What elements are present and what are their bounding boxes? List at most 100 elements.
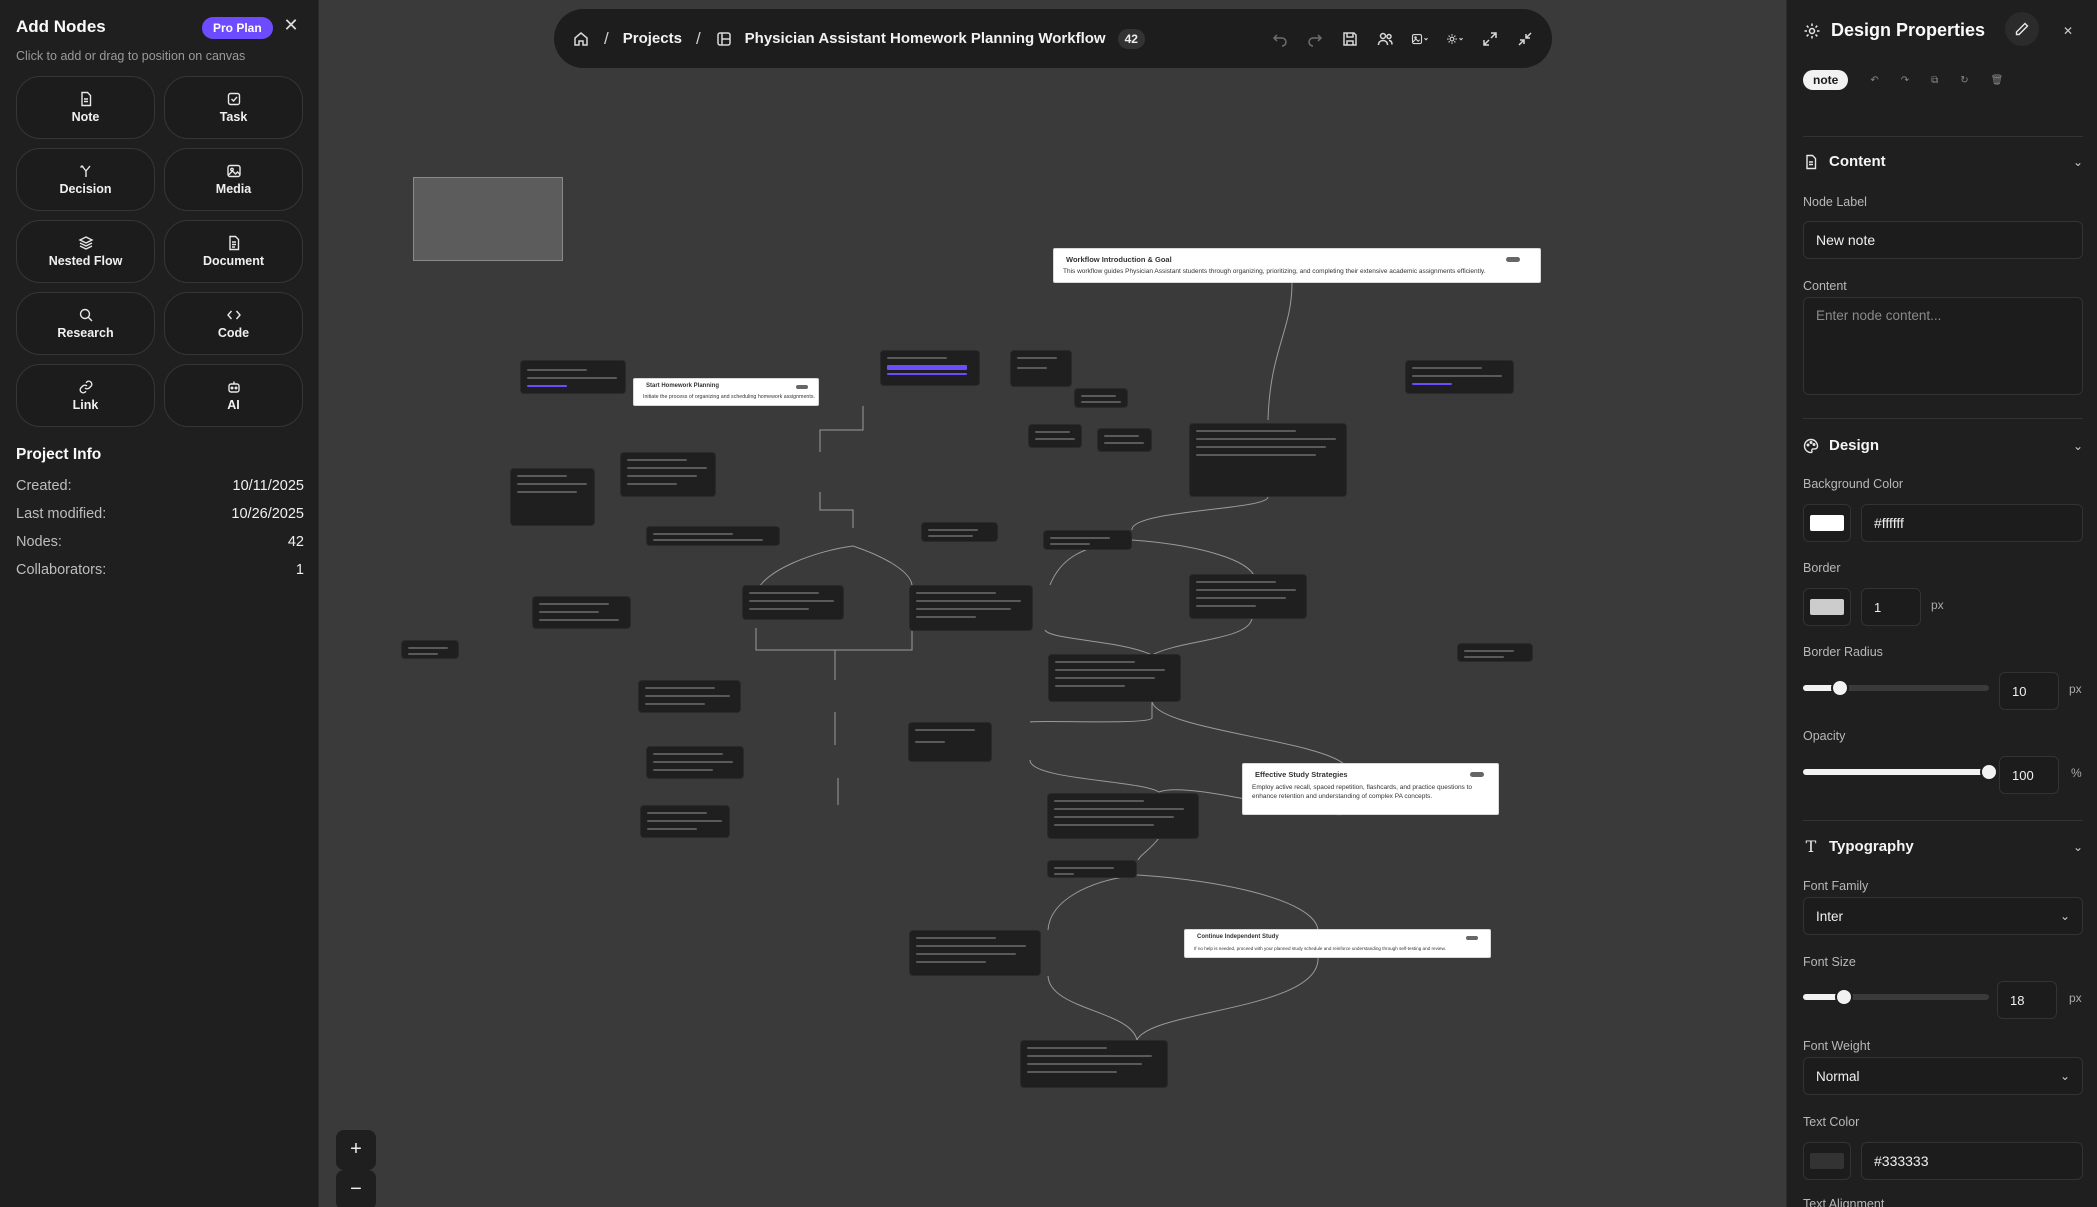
save-icon[interactable] [1341,30,1359,48]
breadcrumb-workflow[interactable]: Physician Assistant Homework Planning Wo… [744,30,1106,47]
add-note-button[interactable]: Note [16,76,155,139]
content-textarea[interactable]: Enter node content... [1803,297,2083,395]
workflow-node[interactable] [638,680,741,713]
border-width-input[interactable]: 1 [1861,588,1921,626]
note-node-intro[interactable]: Workflow Introduction & Goal This workfl… [1053,248,1541,283]
redo-icon[interactable] [1306,30,1324,48]
add-task-button[interactable]: Task [164,76,303,139]
workflow-node[interactable] [1074,388,1128,408]
workflow-node[interactable] [1048,654,1181,702]
fullscreen-icon[interactable] [1481,30,1499,48]
font-family-select[interactable]: Inter ⌄ [1803,897,2083,935]
edge [755,628,836,680]
workflow-node[interactable] [742,585,844,620]
workflow-node[interactable] [640,805,730,838]
add-ai-button[interactable]: AI [164,364,303,427]
note-content: Initiate the process of organizing and s… [643,394,815,400]
tile-label: Decision [59,182,112,196]
close-icon[interactable]: ✕ [283,15,299,35]
workflow-node[interactable] [1457,643,1533,662]
edge [852,545,913,586]
workflow-node[interactable] [401,640,459,659]
workflow-node[interactable] [1047,860,1137,878]
note-node-continue[interactable]: Continue Independent Study If no help is… [1184,929,1491,958]
image-export-icon[interactable] [1411,30,1429,48]
workflow-node[interactable] [921,522,998,542]
workflow-node[interactable] [909,585,1033,631]
workflow-node[interactable] [1043,530,1132,550]
search-icon [79,308,92,322]
workflow-node[interactable] [520,360,626,394]
settings-icon[interactable] [1446,30,1464,48]
bg-color-input[interactable]: #ffffff [1861,504,2083,542]
font-size-slider[interactable] [1803,988,1989,1006]
add-document-button[interactable]: Document [164,220,303,283]
zoom-out-button[interactable]: − [336,1170,376,1207]
bg-color-swatch[interactable] [1803,504,1851,542]
note-content: If no help is needed, proceed with your … [1194,946,1446,951]
add-media-button[interactable]: Media [164,148,303,211]
duplicate-icon[interactable]: ⧉ [1931,74,1939,86]
add-link-button[interactable]: Link [16,364,155,427]
add-code-button[interactable]: Code [164,292,303,355]
add-research-button[interactable]: Research [16,292,155,355]
opacity-input[interactable]: 100 [1999,756,2059,794]
info-label: Collaborators: [16,562,107,578]
content-section-header[interactable]: Content ⌄ [1803,153,2083,170]
note-node-start[interactable]: Start Homework Planning Initiate the pro… [633,378,819,406]
close-icon[interactable]: ✕ [2063,24,2074,38]
workflow-node[interactable] [646,526,780,546]
edit-button[interactable] [2005,12,2039,46]
slider-knob[interactable] [1980,763,1998,781]
selected-node[interactable] [413,177,563,261]
zoom-in-button[interactable]: + [336,1130,376,1170]
note-title: Continue Independent Study [1197,934,1279,940]
workflow-node[interactable] [880,350,980,386]
font-weight-select[interactable]: Normal ⌄ [1803,1057,2083,1095]
redo-icon[interactable]: ↷ [1900,74,1910,86]
workflow-node[interactable] [909,930,1041,976]
add-nested-flow-button[interactable]: Nested Flow [16,220,155,283]
workflow-node[interactable] [1020,1040,1168,1088]
radius-slider[interactable] [1803,679,1989,697]
design-section-header[interactable]: Design ⌄ [1803,437,2083,454]
trash-icon[interactable]: 🗑 [1990,74,2004,86]
workflow-node[interactable] [1189,423,1347,497]
typography-section-header[interactable]: T Typography ⌄ [1803,837,2083,856]
workflow-node[interactable] [1405,360,1514,394]
workflow-node[interactable] [1010,350,1072,387]
text-color-swatch[interactable] [1803,1142,1851,1180]
workflow-node[interactable] [1189,574,1307,619]
info-value: 10/11/2025 [232,478,305,494]
text-color-input[interactable]: #333333 [1861,1142,2083,1180]
collapse-icon[interactable] [1516,30,1534,48]
users-icon[interactable] [1376,30,1394,48]
pro-plan-badge[interactable]: Pro Plan [202,17,273,39]
add-decision-button[interactable]: Decision [16,148,155,211]
note-node-study[interactable]: Effective Study Strategies Employ active… [1242,763,1499,815]
workflow-node[interactable] [620,452,716,497]
palette-icon [1803,438,1819,453]
home-icon[interactable] [572,30,590,48]
link-icon [79,380,92,394]
workflow-node[interactable] [646,746,744,779]
workflow-node[interactable] [1028,424,1082,448]
radius-input[interactable]: 10 [1999,672,2059,710]
text-alignment-label: Text Alignment [1803,1197,1885,1207]
workflow-node[interactable] [908,722,992,762]
opacity-slider[interactable] [1803,763,1998,781]
slider-knob[interactable] [1831,679,1849,697]
font-size-input[interactable]: 18 [1997,981,2057,1019]
workflow-node[interactable] [510,468,595,526]
workflow-node[interactable] [532,596,631,629]
slider-knob[interactable] [1835,988,1853,1006]
workflow-node[interactable] [1097,428,1152,452]
reset-icon[interactable]: ↻ [1960,74,1969,86]
undo-icon[interactable]: ↶ [1870,74,1879,86]
undo-icon[interactable] [1271,30,1289,48]
node-label-input[interactable]: New note [1803,221,2083,259]
breadcrumb-projects[interactable]: Projects [622,30,682,47]
border-color-swatch[interactable] [1803,588,1851,626]
workflow-canvas[interactable]: / Projects / Physician Assistant Homewor… [320,0,1786,1207]
workflow-node[interactable] [1047,793,1199,839]
